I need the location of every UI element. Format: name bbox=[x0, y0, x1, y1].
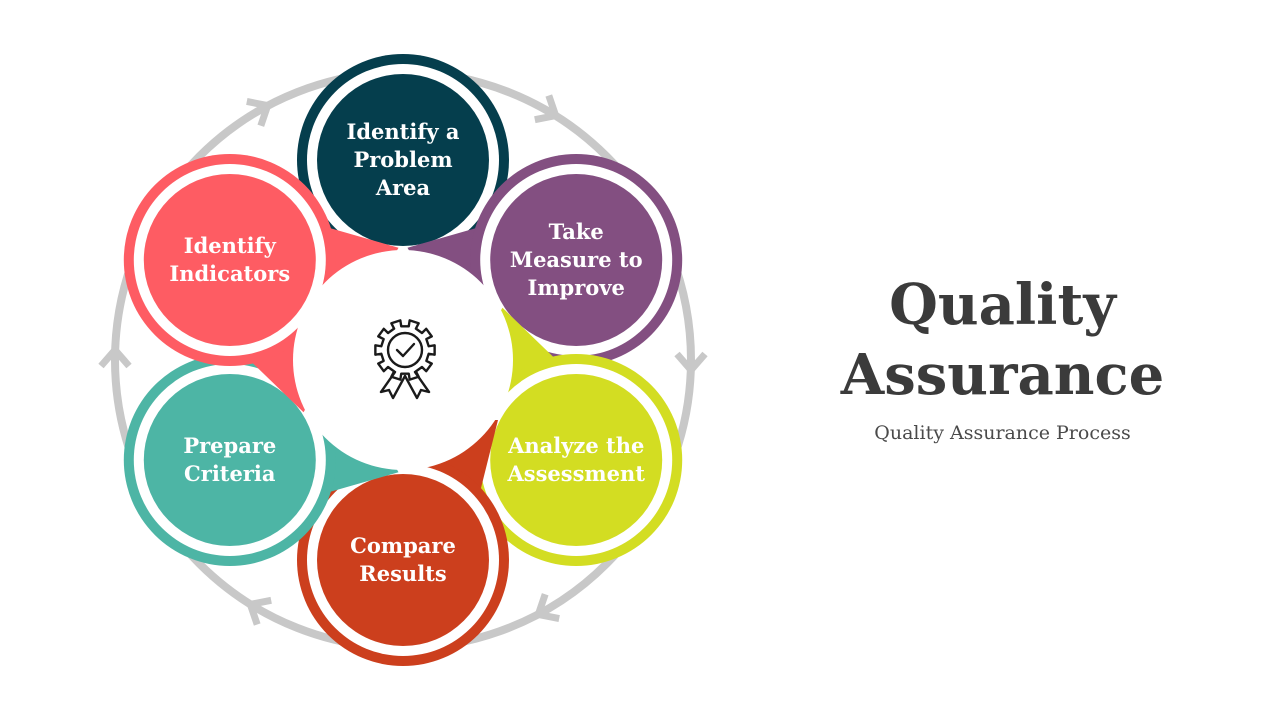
step-label-line: Problem bbox=[353, 147, 452, 172]
arrow-chevron-icon bbox=[533, 593, 560, 622]
step-inner-circle bbox=[490, 174, 663, 346]
step-label-line: Analyze the bbox=[507, 433, 644, 458]
step-label-line: Identify a bbox=[347, 119, 460, 144]
step-label-line: Improve bbox=[528, 275, 625, 300]
step-inner-circle bbox=[143, 174, 316, 346]
center-hub bbox=[293, 250, 513, 470]
title-line-1: Quality bbox=[889, 272, 1116, 338]
step-inner-circle bbox=[143, 374, 316, 546]
step-label-line: Compare bbox=[350, 533, 456, 558]
award-badge-checkmark-icon bbox=[374, 319, 436, 400]
subtitle: Quality Assurance Process bbox=[874, 422, 1131, 444]
title-line-2: Assurance bbox=[840, 342, 1165, 408]
arrow-chevron-icon bbox=[98, 344, 132, 369]
step-label-line: Assessment bbox=[506, 461, 645, 486]
step-label-line: Prepare bbox=[183, 433, 276, 458]
step-inner-circle bbox=[317, 474, 489, 646]
page-title: Quality Assurance bbox=[830, 270, 1175, 410]
step-inner-circle bbox=[317, 74, 489, 246]
step-label-line: Area bbox=[375, 175, 431, 200]
arrow-chevron-icon bbox=[674, 351, 708, 376]
arrow-chevron-icon bbox=[246, 98, 273, 127]
step-inner-circle bbox=[490, 374, 663, 546]
step-label-line: Identify bbox=[184, 233, 277, 258]
ring-arrows bbox=[98, 94, 708, 626]
arrow-chevron-icon bbox=[245, 596, 272, 626]
step-label-line: Results bbox=[359, 561, 446, 586]
step-label-line: Measure to bbox=[510, 247, 643, 272]
arrow-chevron-icon bbox=[534, 94, 561, 124]
step-label-line: Take bbox=[549, 219, 604, 244]
step-label-line: Indicators bbox=[169, 261, 290, 286]
step-label-line: Criteria bbox=[184, 461, 276, 486]
title-block: Quality Assurance Quality Assurance Proc… bbox=[830, 270, 1175, 444]
